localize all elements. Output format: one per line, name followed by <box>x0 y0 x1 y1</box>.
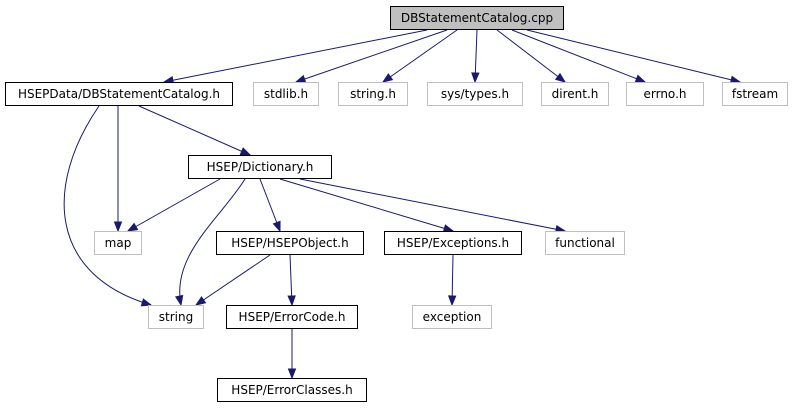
node-map[interactable]: map <box>94 231 142 255</box>
edge-root-to-stdlib <box>295 29 448 83</box>
arrowhead-root-to-errno <box>634 74 647 83</box>
edge-root-to-stringh <box>382 29 458 83</box>
edge-hsepdata-to-string <box>63 105 152 306</box>
node-errorcode[interactable]: HSEP/ErrorCode.h <box>226 305 358 329</box>
node-errno[interactable]: errno.h <box>626 82 704 106</box>
edge-hsepobject-to-string <box>195 254 271 306</box>
node-dictionary[interactable]: HSEP/Dictionary.h <box>188 155 332 179</box>
arrowhead-dictionary-to-string <box>174 294 184 307</box>
edge-root-to-dirent <box>496 29 566 83</box>
arrowhead-root-to-systypes <box>471 72 480 84</box>
node-systypes[interactable]: sys/types.h <box>427 82 523 106</box>
node-functional[interactable]: functional <box>545 231 625 255</box>
edge-hsepdata-to-dictionary <box>138 105 251 156</box>
edge-dictionary-to-functional <box>299 178 566 232</box>
node-root[interactable]: DBStatementCatalog.cpp <box>390 6 564 30</box>
arrowhead-dictionary-to-hsepobject <box>272 220 281 233</box>
edge-dictionary-to-string <box>179 178 246 306</box>
node-exception[interactable]: exception <box>412 305 492 329</box>
arrowhead-hsepdata-to-dictionary <box>239 147 252 156</box>
arrowhead-root-to-dirent <box>554 72 567 83</box>
edge-root-to-errno <box>511 29 646 83</box>
arrowhead-root-to-stringh <box>381 73 394 83</box>
node-hsepobject[interactable]: HSEP/HSEPObject.h <box>216 231 364 255</box>
arrowhead-hsepobject-to-string <box>194 296 207 306</box>
node-stringh[interactable]: string.h <box>338 82 408 106</box>
edge-dictionary-to-exceptions <box>279 178 454 232</box>
arrowhead-hsepobject-to-errorcode <box>287 295 296 307</box>
node-fstream[interactable]: fstream <box>722 82 788 106</box>
edge-dictionary-to-map <box>127 178 221 232</box>
node-dirent[interactable]: dirent.h <box>541 82 609 106</box>
arrowhead-hsepdata-to-map <box>113 221 123 233</box>
edge-root-to-hsepdata <box>163 29 428 83</box>
arrowhead-exceptions-to-exception <box>447 295 457 307</box>
arrowhead-dictionary-to-map <box>126 222 139 232</box>
node-stdlib[interactable]: stdlib.h <box>253 82 319 106</box>
node-string[interactable]: string <box>148 305 204 329</box>
arrowhead-errorcode-to-errorclasses <box>287 368 297 380</box>
node-errorclasses[interactable]: HSEP/ErrorClasses.h <box>217 378 367 402</box>
node-exceptions[interactable]: HSEP/Exceptions.h <box>384 231 522 255</box>
edge-root-to-fstream <box>526 29 741 83</box>
node-hsepdata[interactable]: HSEPData/DBStatementCatalog.h <box>5 82 233 106</box>
arrowhead-hsepdata-to-string <box>140 298 153 307</box>
